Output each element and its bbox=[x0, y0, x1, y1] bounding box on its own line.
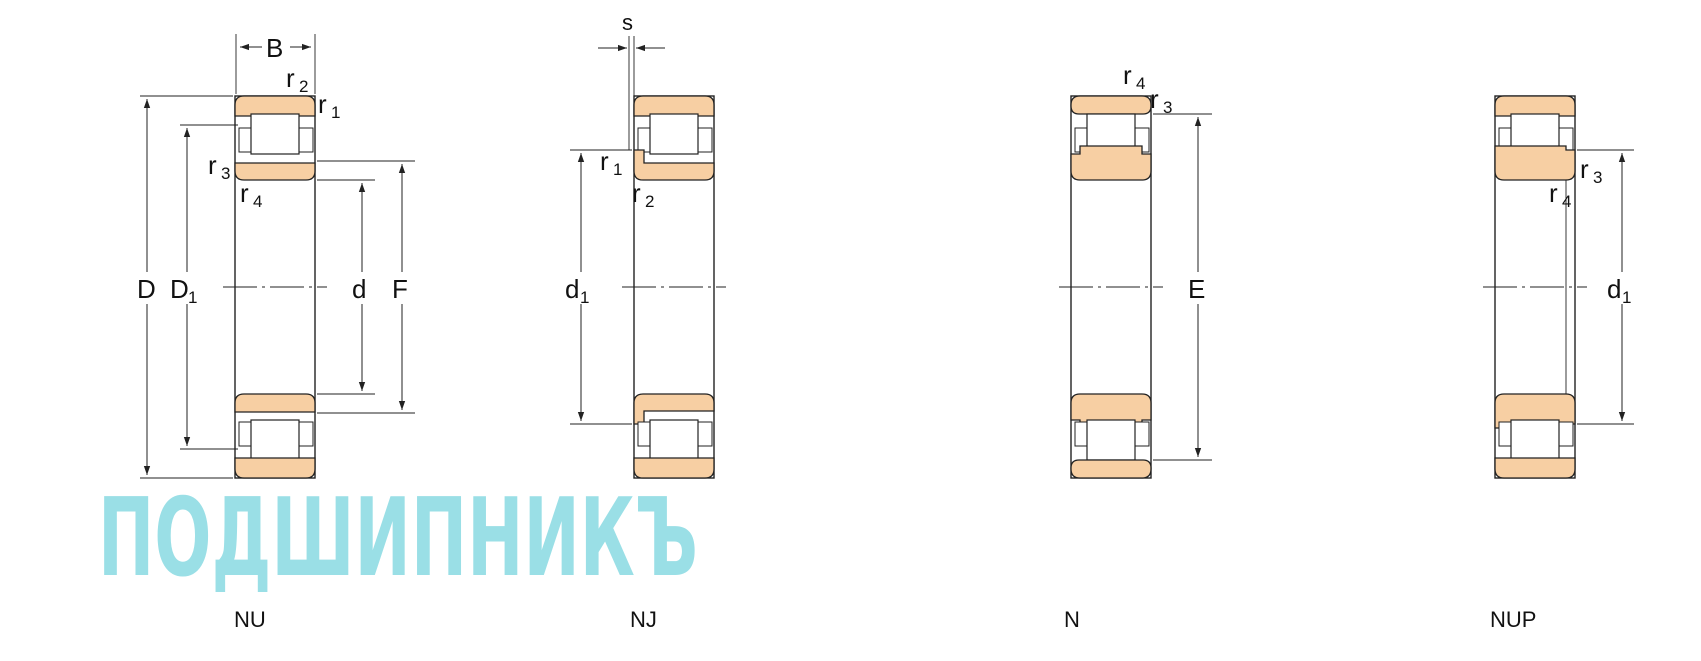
nu-label-r3: r bbox=[208, 150, 217, 180]
nj-label-s: s bbox=[622, 10, 633, 35]
n-label-r3: r bbox=[1150, 84, 1159, 114]
nu-outer-ring-bottom bbox=[234, 457, 316, 479]
svg-text:2: 2 bbox=[645, 192, 654, 211]
bearing-nu: B D D 1 d F r 2 r 1 r 3 r 4 NU bbox=[134, 32, 415, 632]
nj-label-r1: r bbox=[600, 146, 609, 176]
bearing-n: E r 4 r 3 N bbox=[1059, 60, 1212, 632]
nu-label-d: d bbox=[352, 274, 366, 304]
svg-text:4: 4 bbox=[1136, 74, 1145, 93]
svg-text:3: 3 bbox=[1163, 98, 1172, 117]
n-outer-ring-bottom bbox=[1070, 459, 1152, 479]
nj-outer-ring-bottom bbox=[633, 457, 715, 479]
nj-label-d1: d bbox=[565, 274, 579, 304]
nup-outer-ring-bottom bbox=[1494, 457, 1576, 479]
svg-text:1: 1 bbox=[613, 160, 622, 179]
nj-roller-top bbox=[649, 113, 699, 155]
n-roller-bottom bbox=[1086, 419, 1136, 461]
nj-outer-ring-top bbox=[633, 95, 715, 117]
nj-inner-ring-bottom bbox=[633, 393, 715, 425]
nu-label-r2: r bbox=[286, 63, 295, 93]
nu-label-F: F bbox=[392, 274, 408, 304]
svg-text:3: 3 bbox=[221, 164, 230, 183]
nu-inner-ring-bottom bbox=[234, 393, 316, 413]
svg-text:4: 4 bbox=[253, 192, 262, 211]
nj-label-r2: r bbox=[632, 178, 641, 208]
nu-outer-ring-top bbox=[234, 95, 316, 117]
nu-label-r4: r bbox=[240, 178, 249, 208]
nu-label-D: D bbox=[137, 274, 156, 304]
svg-text:1: 1 bbox=[1622, 288, 1631, 307]
nup-roller-bottom bbox=[1510, 419, 1560, 461]
nu-roller-bottom bbox=[250, 419, 300, 461]
nup-outer-ring-top bbox=[1494, 95, 1576, 117]
bearing-nup: d 1 r 3 r 4 NUP bbox=[1483, 95, 1642, 632]
nu-label-D1-sub: 1 bbox=[188, 288, 197, 307]
nj-type-label: NJ bbox=[630, 607, 657, 632]
svg-text:3: 3 bbox=[1593, 168, 1602, 187]
svg-text:2: 2 bbox=[299, 77, 308, 96]
n-type-label: N bbox=[1064, 607, 1080, 632]
svg-text:1: 1 bbox=[331, 103, 340, 122]
nu-roller-top bbox=[250, 113, 300, 155]
nu-inner-ring-top bbox=[234, 162, 316, 181]
watermark-text: ПОДШИПНИКЪ bbox=[98, 476, 698, 601]
nup-label-r4: r bbox=[1549, 178, 1558, 208]
nup-label-d1: d bbox=[1607, 274, 1621, 304]
nu-type-label: NU bbox=[234, 607, 266, 632]
n-label-r4: r bbox=[1123, 60, 1132, 90]
watermark-logo: ПОДШИПНИКЪ bbox=[98, 476, 698, 601]
nu-label-D1: D bbox=[170, 274, 189, 304]
nup-label-r3: r bbox=[1580, 154, 1589, 184]
nup-inner-ring-top bbox=[1494, 145, 1576, 181]
nj-inner-ring-top bbox=[633, 149, 715, 181]
bearing-nj: s d 1 r 1 r 2 NJ bbox=[564, 10, 726, 632]
nu-label-r1: r bbox=[318, 89, 327, 119]
nj-roller-bottom bbox=[649, 419, 699, 461]
n-inner-ring-top bbox=[1070, 145, 1152, 181]
n-label-E: E bbox=[1188, 274, 1205, 304]
svg-text:4: 4 bbox=[1562, 192, 1571, 211]
nu-label-B: B bbox=[266, 33, 283, 63]
n-outer-ring-top bbox=[1070, 95, 1152, 115]
nup-type-label: NUP bbox=[1490, 607, 1536, 632]
svg-text:1: 1 bbox=[580, 288, 589, 307]
